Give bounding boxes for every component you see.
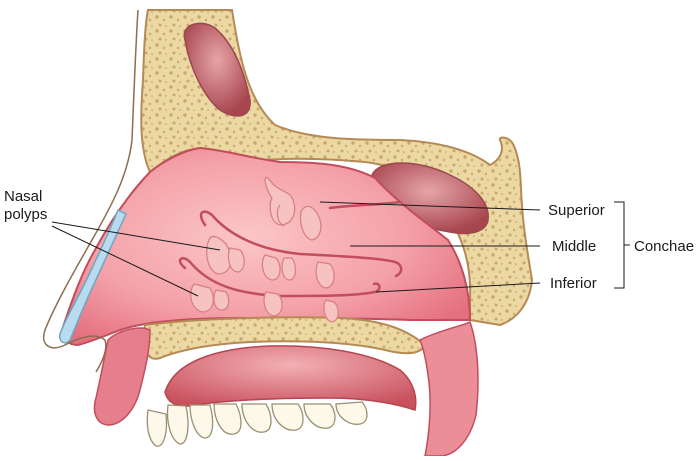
superior-concha bbox=[328, 200, 402, 210]
inferior-label: Inferior bbox=[550, 275, 597, 292]
middle-concha bbox=[199, 210, 403, 278]
nasal-cartilage bbox=[58, 208, 127, 344]
leader-lines bbox=[51, 201, 630, 297]
nose-skin bbox=[43, 9, 139, 373]
superior-label: Superior bbox=[548, 202, 605, 219]
nasal-polyps bbox=[190, 176, 339, 323]
upper-lip bbox=[93, 327, 151, 426]
hard-palate bbox=[142, 316, 427, 360]
upper-teeth bbox=[146, 401, 368, 447]
conchae-label: Conchae bbox=[634, 238, 695, 255]
nasal-polyps-label-line2: polyps bbox=[4, 206, 48, 223]
leader-polyps-lower bbox=[51, 225, 199, 297]
conchae-bracket bbox=[614, 201, 630, 289]
leader-inferior bbox=[375, 282, 541, 293]
leader-polyps-upper bbox=[51, 221, 221, 251]
oral-cavity bbox=[164, 345, 417, 411]
frontal-sinus bbox=[183, 22, 251, 117]
middle-label: Middle bbox=[552, 238, 597, 255]
soft-palate bbox=[419, 320, 479, 457]
nasal-polyps-label-line1: Nasal bbox=[4, 188, 43, 205]
leader-superior bbox=[319, 201, 541, 211]
